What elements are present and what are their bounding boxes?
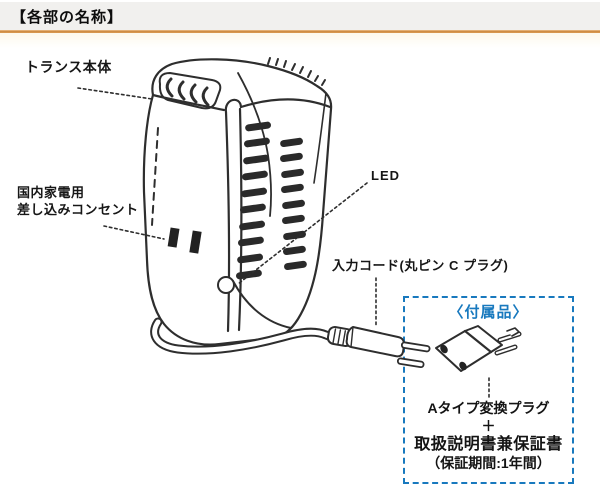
accessories-title: 〈付属品〉	[448, 304, 529, 321]
leader-outlet	[103, 225, 165, 240]
header-accent-rule	[0, 30, 600, 33]
leader-led	[237, 182, 368, 285]
outlet-slots	[167, 227, 202, 254]
label-transformer-body: トランス本体	[25, 59, 112, 75]
transformer-illustration	[142, 57, 333, 346]
page-title: 【各部の名称】	[11, 8, 124, 26]
label-domestic-outlet-line2: 差し込みコンセント	[17, 202, 139, 217]
accessories-description: Aタイプ変換プラグ ＋ 取扱説明書兼保証書 （保証期間:1年間）	[403, 399, 574, 472]
adapter-plug-illustration	[435, 325, 522, 372]
plus-sign: ＋	[481, 418, 496, 434]
side-vents-right	[280, 137, 307, 271]
power-cord-illustration	[150, 317, 341, 355]
c-plug-illustration	[326, 326, 431, 369]
section-header: 【各部の名称】	[0, 2, 600, 30]
label-domestic-outlet-line1: 国内家電用	[17, 185, 85, 200]
round-pins	[396, 341, 431, 369]
leader-lines	[77, 87, 490, 400]
header-fade	[0, 33, 600, 48]
top-vent-ticks	[267, 57, 326, 86]
label-manual-warranty: 取扱説明書兼保証書	[414, 436, 563, 453]
side-vents-left	[236, 121, 271, 280]
led-indicator	[217, 276, 235, 294]
label-adapter-plug: Aタイプ変換プラグ	[427, 400, 550, 416]
label-input-cord: 入力コード(丸ピン C プラグ)	[332, 258, 509, 273]
leader-transformer-body	[77, 87, 153, 100]
label-warranty-period: （保証期間:1年間）	[426, 455, 551, 471]
label-led: LED	[371, 168, 400, 183]
label-domestic-outlet: 国内家電用 差し込みコンセント	[17, 184, 139, 218]
